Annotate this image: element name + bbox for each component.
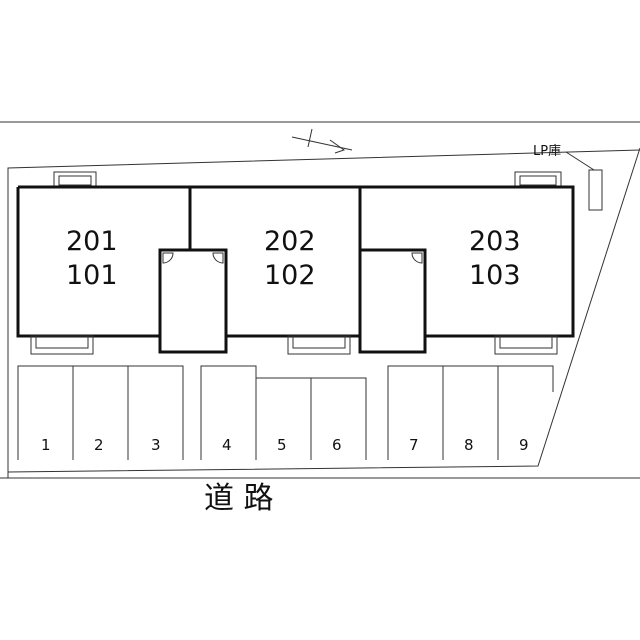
parking-labels: 1 2 3 4 5 6 7 8 9	[41, 436, 529, 454]
unit-2-upper: 202	[264, 226, 316, 257]
road-label: 道 路	[204, 481, 274, 516]
unit-1-upper: 201	[66, 226, 118, 257]
unit-labels: 201 101 202 102 203 103	[66, 226, 521, 291]
parking-space-6: 6	[332, 436, 342, 454]
north-arrow-icon	[291, 128, 353, 154]
parking-space-2: 2	[94, 436, 104, 454]
balconies-top	[53, 171, 562, 188]
parking-space-7: 7	[409, 436, 419, 454]
unit-1-lower: 101	[66, 260, 118, 291]
unit-3-lower: 103	[469, 260, 521, 291]
unit-3-upper: 203	[469, 226, 521, 257]
building	[16, 185, 575, 354]
parking-space-3: 3	[151, 436, 161, 454]
parking-lots	[17, 365, 554, 460]
lp-storage-label: LP庫	[533, 144, 561, 159]
lp-storage: LP庫	[533, 144, 603, 211]
balconies-bottom	[30, 335, 558, 355]
parking-space-8: 8	[464, 436, 474, 454]
parking-space-5: 5	[277, 436, 287, 454]
unit-2-lower: 102	[264, 260, 316, 291]
parking-space-9: 9	[519, 436, 529, 454]
parking-space-4: 4	[222, 436, 232, 454]
site-boundary	[0, 121, 640, 479]
parking-space-1: 1	[41, 436, 51, 454]
